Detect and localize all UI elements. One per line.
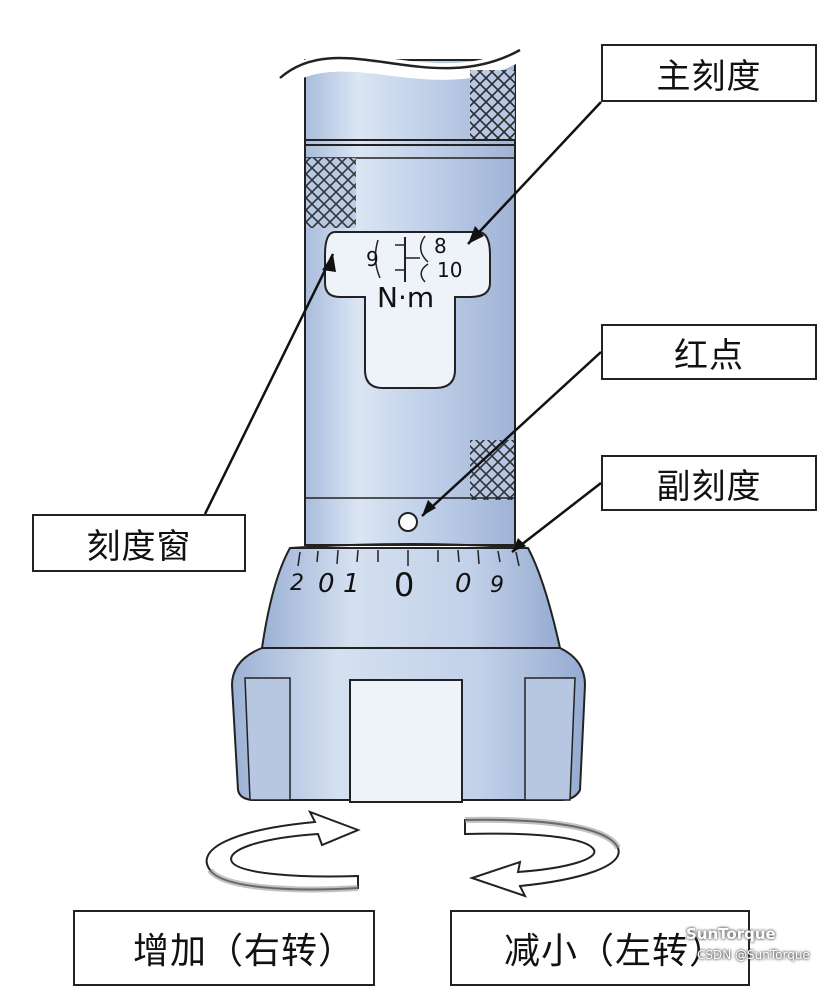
label-sub-scale: 副刻度 [601,455,817,511]
window-unit: N·m [377,281,434,314]
dial-left-b: 1 [343,569,360,599]
window-tick-10: 10 [437,258,462,282]
dial-zero: 0 [394,566,414,604]
window-tick-8: 8 [434,234,447,258]
leader-scale-window [203,253,335,515]
leader-red-dot [421,351,602,517]
leader-main-scale [467,101,602,245]
leader-lines [203,101,602,553]
label-red-dot: 红点 [601,324,817,380]
dial-right-a: 0 [455,569,472,599]
watermark-credit: CSDN @SunTorque [697,948,810,962]
scale-window: 9 8 10 N·m [324,231,491,389]
window-tick-9: 9 [366,247,379,271]
dial-collar: 0 0 1 2 0 9 [260,543,562,649]
dial-ticks [297,549,520,567]
rotate-right-arrow [205,810,361,893]
label-decrease: 减小（左转） [450,910,750,986]
rotate-left-arrow [464,816,621,898]
dial-left-a: 0 [318,569,335,599]
dial-left-c: 2 [290,571,304,596]
leader-sub-scale [511,482,602,553]
dial-right-b: 9 [490,573,504,598]
grip-knob [230,647,587,803]
watermark-brand: SunTorque [686,925,776,943]
label-scale-window: 刻度窗 [32,514,246,572]
red-dot-marker [398,512,418,532]
upper-shaft [279,45,521,146]
label-main-scale: 主刻度 [601,44,817,102]
label-increase: 增加（右转） [73,910,375,986]
